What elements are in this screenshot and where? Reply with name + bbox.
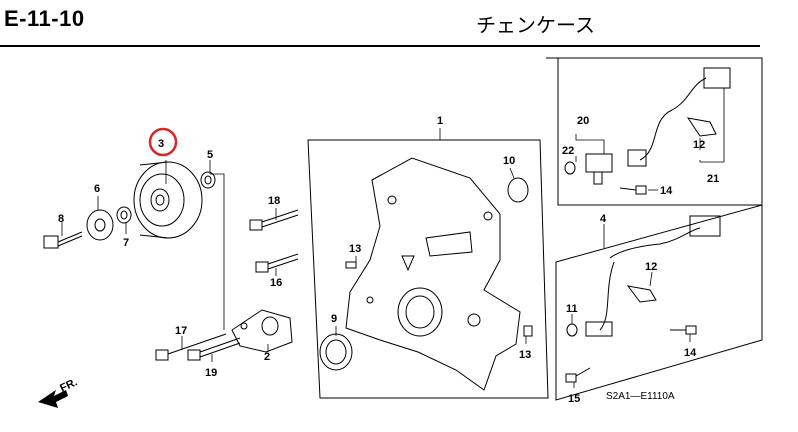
cover-bolt-15[interactable] [565,367,591,383]
part-label-12-upper[interactable]: 12 [693,139,705,151]
harness-clamp-lower[interactable] [626,285,657,303]
pulley-collar[interactable] [200,171,216,189]
part-label-14-lower[interactable]: 14 [684,347,697,359]
sensor-panel-outline-bottom [555,204,763,401]
part-label-19[interactable]: 19 [205,367,217,379]
part-label-3[interactable]: 3 [158,138,164,150]
lower-sensor[interactable] [566,321,613,337]
part-label-9[interactable]: 9 [331,313,337,325]
diagram-title: チェンケース [476,13,595,37]
sensor-bolt-14-lower[interactable] [670,325,697,335]
part-label-4[interactable]: 4 [600,213,607,225]
part-label-7[interactable]: 7 [123,237,129,249]
front-direction-label: FR. [58,376,79,394]
pulley-bolt[interactable] [43,231,83,249]
part-label-2[interactable]: 2 [264,351,270,363]
part-label-1[interactable]: 1 [437,115,443,127]
bracket-bolt-17[interactable] [155,333,227,361]
part-label-5[interactable]: 5 [207,149,213,161]
part-label-11[interactable]: 11 [566,303,578,315]
idler-pulley[interactable] [133,161,203,239]
sensor-o-ring[interactable] [564,161,576,175]
o-ring[interactable] [507,177,529,203]
part-label-10[interactable]: 10 [503,155,515,167]
part-label-6[interactable]: 6 [94,183,100,195]
sensor-harness[interactable] [639,77,707,161]
lower-harness-connector[interactable] [689,215,721,237]
lower-sensor-harness[interactable] [599,227,701,331]
part-label-16[interactable]: 16 [270,277,282,289]
crank-position-sensor[interactable] [585,153,613,185]
part-label-13-upper[interactable]: 13 [349,243,361,255]
part-label-18[interactable]: 18 [268,195,280,207]
diagram-reference-code: S2A1—E1110A [606,391,675,402]
part-label-21[interactable]: 21 [707,173,719,185]
case-bolt-18[interactable] [249,209,299,231]
bracket-bolt-19[interactable] [187,337,241,361]
part-label-20[interactable]: 20 [577,115,589,127]
sensor-panel-outline-top [546,57,763,206]
front-direction-arrow: FR. [38,376,79,408]
harness-connector-mid[interactable] [627,149,647,167]
sensor-bolt-14-upper[interactable] [619,185,647,195]
part-label-12-lower[interactable]: 12 [645,261,657,273]
part-label-13-lower[interactable]: 13 [519,349,531,361]
part-label-17[interactable]: 17 [175,325,187,337]
dowel-pin-upper[interactable] [345,261,357,269]
pulley-cover-washer[interactable] [86,209,114,241]
spacer-ring[interactable] [116,206,132,224]
part-label-22[interactable]: 22 [562,145,574,157]
oil-seal[interactable] [319,333,353,371]
chain-case-cover[interactable] [345,157,521,391]
diagram-code-heading: E-11-10 [4,6,85,31]
part-label-8[interactable]: 8 [58,213,64,225]
harness-clamp-top[interactable] [686,117,717,137]
part-label-14-upper[interactable]: 14 [660,185,673,197]
case-bolt-16[interactable] [255,253,299,273]
harness-connector-top[interactable] [703,67,731,89]
tensioner-bracket[interactable] [231,309,293,353]
part-label-15[interactable]: 15 [568,393,580,405]
chain-case-frame [307,139,549,399]
dowel-pin-lower[interactable] [523,325,533,337]
highlight-circle [148,127,178,157]
header-divider [0,45,760,47]
